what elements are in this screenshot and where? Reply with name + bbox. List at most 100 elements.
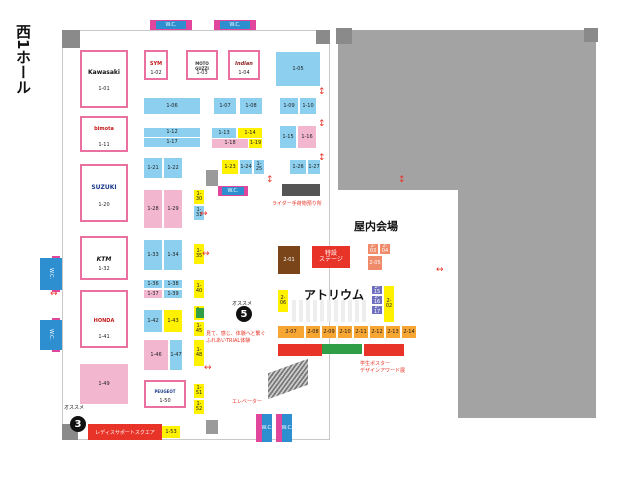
booth[interactable]: 1-12: [144, 128, 200, 137]
booth[interactable]: 2-09: [322, 326, 336, 338]
booth[interactable]: 1-16: [298, 126, 316, 148]
booth[interactable]: 1-05: [276, 52, 320, 86]
booth[interactable]: 1-26: [290, 160, 306, 174]
booth[interactable]: 1-21: [144, 158, 162, 178]
booth[interactable]: 1-29: [164, 190, 182, 228]
booth[interactable]: 1-19: [249, 139, 262, 148]
booth[interactable]: 1-17: [144, 138, 200, 147]
booth[interactable]: 2-05: [368, 256, 382, 270]
badge-3-icon: 3: [70, 416, 86, 432]
booth-honda[interactable]: HONDA 1-41: [80, 290, 128, 348]
pillar: [62, 30, 80, 48]
east-hall-area: [338, 30, 596, 190]
arrow-icon: ↔: [436, 265, 444, 275]
trial-zone[interactable]: [278, 344, 322, 356]
booth[interactable]: 1-36: [144, 280, 162, 288]
special-stage[interactable]: 特設 ステージ: [312, 246, 350, 268]
booth[interactable]: 2-02: [384, 286, 394, 322]
pillar: [206, 420, 218, 434]
booth[interactable]: 1-33: [144, 240, 162, 270]
booth-peugeot[interactable]: PEUGEOT 1-50: [144, 380, 186, 408]
booth[interactable]: 1-10: [300, 98, 316, 114]
booth[interactable]: 1-40: [194, 280, 204, 298]
first-aid-icon: [196, 308, 204, 318]
peugeot-logo: PEUGEOT: [154, 389, 176, 394]
booth-number: 1-01: [98, 86, 110, 92]
booth-sym[interactable]: SYM 1-02: [144, 50, 168, 80]
booth-moto-guzzi[interactable]: MOTO GUZZI 1-03: [186, 50, 218, 80]
booth[interactable]: 1-18: [212, 139, 248, 148]
booth-number: 1-04: [238, 70, 250, 76]
booth[interactable]: 1-24: [240, 160, 252, 174]
booth[interactable]: 1-25: [254, 160, 264, 174]
elevator-label: エレベーター: [232, 399, 263, 405]
booth-number: 1-41: [98, 334, 110, 340]
booth[interactable]: 2-01: [278, 246, 300, 274]
booth[interactable]: 1-49: [80, 364, 128, 404]
wc-top-1: W.C.: [156, 21, 186, 29]
booth[interactable]: 2-15: [372, 284, 382, 295]
booth[interactable]: 1-51: [194, 384, 204, 398]
arrow-icon: ↔: [200, 209, 208, 219]
booth[interactable]: 1-07: [214, 98, 236, 114]
wc-middle: W.C.: [222, 187, 244, 195]
booth[interactable]: 1-13: [212, 128, 236, 138]
booth[interactable]: 1-37: [144, 290, 162, 298]
booth[interactable]: 1-15: [280, 126, 296, 148]
booth[interactable]: 1-14: [238, 128, 262, 138]
booth[interactable]: 1-31: [194, 206, 204, 220]
booth[interactable]: 1-38: [164, 280, 182, 288]
booth[interactable]: 1-06: [144, 98, 200, 114]
booth[interactable]: 2-14: [402, 326, 416, 338]
booth[interactable]: 2-03: [368, 243, 378, 254]
booth[interactable]: 1-23: [222, 160, 238, 174]
booth[interactable]: 1-43: [164, 310, 182, 332]
booth[interactable]: 1-09: [280, 98, 298, 114]
booth-indian[interactable]: Indian 1-04: [228, 50, 260, 80]
booth[interactable]: 2-11: [354, 326, 368, 338]
booth[interactable]: 2-06: [278, 290, 288, 312]
booth[interactable]: 1-34: [164, 240, 182, 270]
trial-label: 見て、感じ、体験へと繋ぐ ふれあいTRIAL体験: [206, 331, 266, 344]
booth[interactable]: 2-07: [278, 326, 304, 338]
booth[interactable]: 1-48: [194, 340, 204, 366]
arrow-icon: ↔: [204, 363, 212, 373]
wc-left-1: W.C.: [40, 258, 62, 290]
booth[interactable]: 1-47: [170, 340, 182, 370]
booth[interactable]: 2-04: [380, 243, 390, 254]
wc-bottom-1: W.C.: [261, 414, 273, 442]
booth[interactable]: 1-22: [164, 158, 182, 178]
poster-label: 学生ポスター デザインアワード展: [360, 361, 406, 374]
seating-area: [292, 300, 368, 322]
booth[interactable]: 2-17: [372, 304, 382, 315]
booth[interactable]: 1-30: [194, 190, 204, 204]
booth[interactable]: 1-53: [162, 426, 180, 438]
booth[interactable]: 1-52: [194, 400, 204, 414]
booth[interactable]: 1-08: [240, 98, 262, 114]
ladies-support-square[interactable]: レディスサポートスクエア: [88, 424, 162, 440]
booth[interactable]: 1-39: [164, 290, 182, 298]
booth[interactable]: 2-10: [338, 326, 352, 338]
ktm-logo: KTM: [96, 256, 112, 263]
booth-kawasaki[interactable]: Kawasaki 1-01: [80, 50, 128, 108]
booth[interactable]: 2-16: [372, 294, 382, 305]
booth[interactable]: 2-13: [386, 326, 400, 338]
booth-suzuki[interactable]: SUZUKI 1-20: [80, 164, 128, 222]
booth[interactable]: 2-12: [370, 326, 384, 338]
booth[interactable]: 1-42: [144, 310, 162, 332]
booth[interactable]: 1-35: [194, 244, 204, 264]
indian-logo: Indian: [235, 61, 253, 67]
booth-number: 1-11: [98, 142, 110, 148]
booth-number: 1-32: [98, 266, 110, 272]
arrow-icon: ↕: [398, 175, 406, 185]
booth-bimota[interactable]: bimota 1-11: [80, 116, 128, 152]
booth-number: 1-50: [159, 398, 171, 404]
wc-marker: [276, 414, 282, 442]
booth[interactable]: 2-08: [306, 326, 320, 338]
booth[interactable]: 1-46: [144, 340, 168, 370]
booth[interactable]: 1-27: [308, 160, 320, 174]
booth[interactable]: 1-45: [194, 322, 204, 336]
booth-ktm[interactable]: KTM 1-32: [80, 236, 128, 280]
booth[interactable]: 1-28: [144, 190, 162, 228]
